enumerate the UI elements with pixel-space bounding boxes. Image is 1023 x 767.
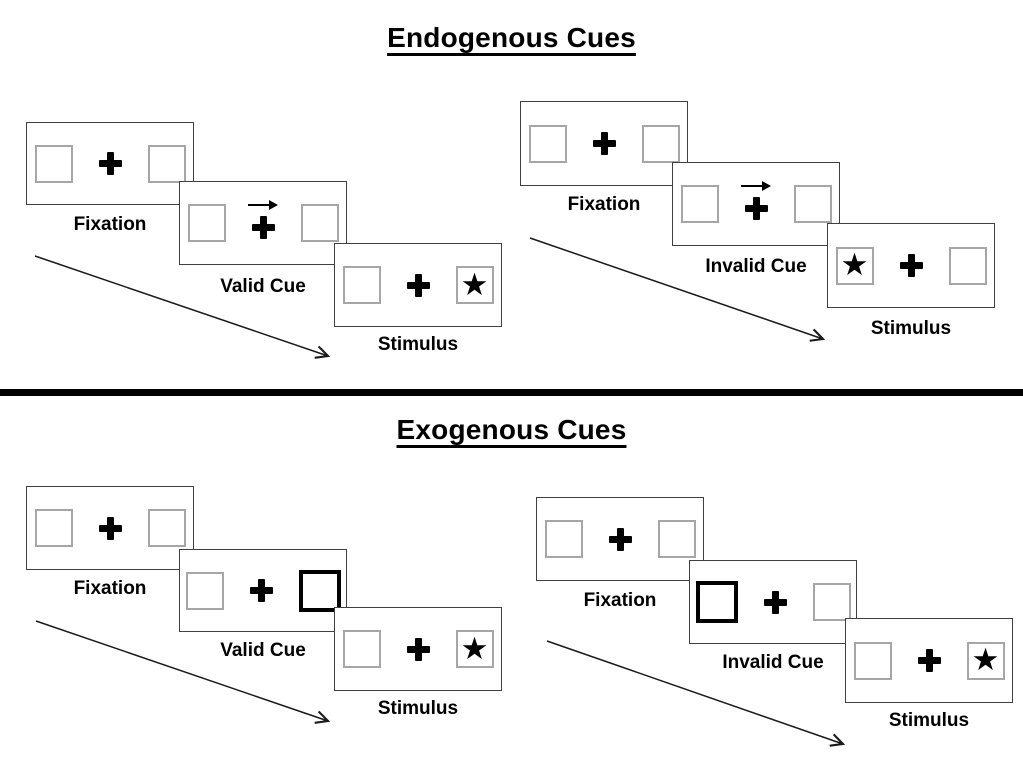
endogenous-valid-cue-panel [179, 181, 347, 265]
left-box: ★ [835, 246, 874, 285]
fixation-cross-icon [763, 590, 787, 614]
panel-label: Fixation [73, 578, 147, 599]
right-box [948, 246, 987, 285]
endogenous-invalid-fixation-panel [520, 101, 688, 186]
left-box [342, 630, 381, 668]
right-arrow-icon [741, 180, 771, 191]
section-title-text: Exogenous Cues [396, 414, 627, 445]
star-stimulus-icon: ★ [460, 630, 489, 666]
fixation-cross-icon [592, 132, 616, 155]
section-divider [0, 389, 1023, 396]
left-box [544, 520, 583, 558]
fixation-cross-icon [98, 516, 122, 540]
panel-label: Stimulus [377, 334, 459, 355]
fixation-cross-icon [899, 254, 923, 277]
central-cue [248, 199, 278, 239]
left-box [185, 571, 224, 610]
exogenous-valid-fixation-panel [26, 486, 194, 570]
exogenous-invalid-cue-panel [689, 560, 857, 644]
endogenous-invalid-cue-panel [672, 162, 840, 246]
right-box [300, 204, 339, 242]
fixation-cross-icon [251, 215, 275, 239]
panel-label: Stimulus [888, 710, 970, 731]
right-box [793, 185, 832, 223]
endogenous-invalid-stimulus-panel: ★ [827, 223, 995, 308]
star-stimulus-icon: ★ [840, 247, 869, 282]
right-box [657, 520, 696, 558]
right-box [812, 583, 851, 621]
panel-label: Invalid Cue [722, 652, 824, 673]
right-box: ★ [966, 641, 1005, 680]
panel-label: Stimulus [377, 698, 459, 719]
timeline-arrow-endogenous-valid [34, 255, 331, 359]
endogenous-valid-fixation-panel [26, 122, 194, 205]
left-box [528, 124, 567, 163]
section-title-text: Endogenous Cues [387, 22, 636, 53]
fixation-cross-icon [249, 579, 273, 602]
panel-label: Fixation [567, 194, 641, 215]
right-box [147, 144, 186, 183]
central-cue [741, 180, 771, 220]
exogenous-invalid-stimulus-panel: ★ [845, 618, 1013, 703]
right-box: ★ [455, 630, 494, 668]
timeline-arrow-endogenous-invalid [529, 237, 826, 342]
left-box [34, 509, 73, 547]
right-box-highlighted [298, 569, 341, 612]
right-arrow-icon [248, 199, 278, 210]
exogenous-invalid-fixation-panel [536, 497, 704, 581]
star-stimulus-icon: ★ [460, 266, 489, 302]
left-box [342, 266, 381, 304]
fixation-cross-icon [406, 637, 430, 661]
right-box: ★ [455, 266, 494, 304]
section-title-endogenous: Endogenous Cues [0, 22, 1023, 54]
fixation-cross-icon [608, 527, 632, 551]
section-title-exogenous: Exogenous Cues [0, 414, 1023, 446]
left-box [187, 204, 226, 242]
panel-label: Stimulus [870, 318, 952, 339]
fixation-cross-icon [406, 273, 430, 297]
panel-label: Valid Cue [220, 276, 306, 297]
fixation-cross-icon [744, 196, 768, 220]
panel-label: Invalid Cue [705, 256, 807, 277]
panel-label: Valid Cue [220, 640, 306, 661]
panel-label: Fixation [73, 214, 147, 235]
endogenous-valid-stimulus-panel: ★ [334, 243, 502, 327]
fixation-cross-icon [98, 152, 122, 175]
left-box [680, 185, 719, 223]
exogenous-valid-cue-panel [179, 549, 347, 632]
timeline-arrow-exogenous-valid [35, 620, 331, 724]
left-box-highlighted [695, 581, 738, 623]
panel-label: Fixation [583, 590, 657, 611]
left-box [853, 641, 892, 680]
right-box [641, 124, 680, 163]
fixation-cross-icon [917, 649, 941, 672]
left-box [34, 144, 73, 183]
exogenous-valid-stimulus-panel: ★ [334, 607, 502, 691]
right-box [147, 509, 186, 547]
star-stimulus-icon: ★ [971, 642, 1000, 677]
